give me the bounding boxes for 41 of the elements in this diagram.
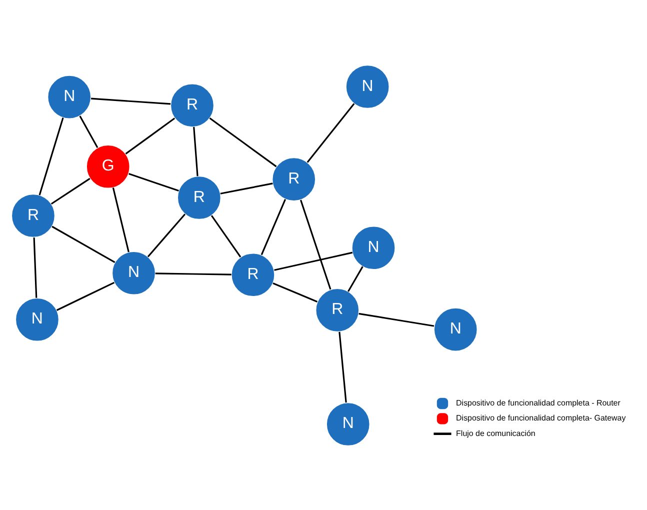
connector: [193, 126, 198, 176]
connector: [272, 282, 318, 302]
node-circle: G: [86, 144, 130, 188]
connector: [38, 116, 64, 195]
connector: [220, 182, 273, 194]
connector: [52, 225, 116, 263]
node-circle: N: [326, 402, 370, 446]
connector: [358, 312, 434, 326]
node-circle: R: [11, 193, 56, 238]
legend-label: Dispositivo de funcionalidad completa - Router: [456, 398, 620, 407]
connector: [209, 117, 277, 167]
node-circle: N: [112, 250, 156, 295]
connector: [128, 172, 179, 192]
node-circle: R: [177, 175, 222, 220]
legend-label: Flujo de comunicación: [456, 428, 536, 438]
connector: [50, 177, 90, 204]
connector: [260, 198, 286, 255]
node-circle: N: [346, 64, 390, 108]
connector: [300, 199, 332, 290]
legend-label: Dispositivo de funcionalidad completa- Gateway: [456, 413, 626, 422]
connector: [33, 236, 38, 298]
node-circle: R: [315, 288, 360, 332]
node-circle: N: [47, 74, 92, 118]
connector: [112, 186, 130, 252]
connector: [90, 97, 171, 104]
node-circle: N: [434, 307, 478, 351]
connector: [155, 272, 232, 275]
node-circle: R: [170, 83, 214, 127]
connector: [125, 117, 176, 154]
node-circle: R: [272, 156, 316, 201]
connector: [56, 281, 115, 310]
connector: [274, 251, 353, 270]
node-circle: N: [15, 297, 60, 342]
connector: [338, 331, 347, 402]
connector: [210, 214, 242, 257]
connector: [79, 115, 98, 148]
node-circle: R: [231, 252, 275, 296]
node-circle: N: [352, 225, 396, 270]
connector: [147, 213, 186, 257]
connector: [348, 266, 364, 292]
connector: [306, 102, 355, 162]
